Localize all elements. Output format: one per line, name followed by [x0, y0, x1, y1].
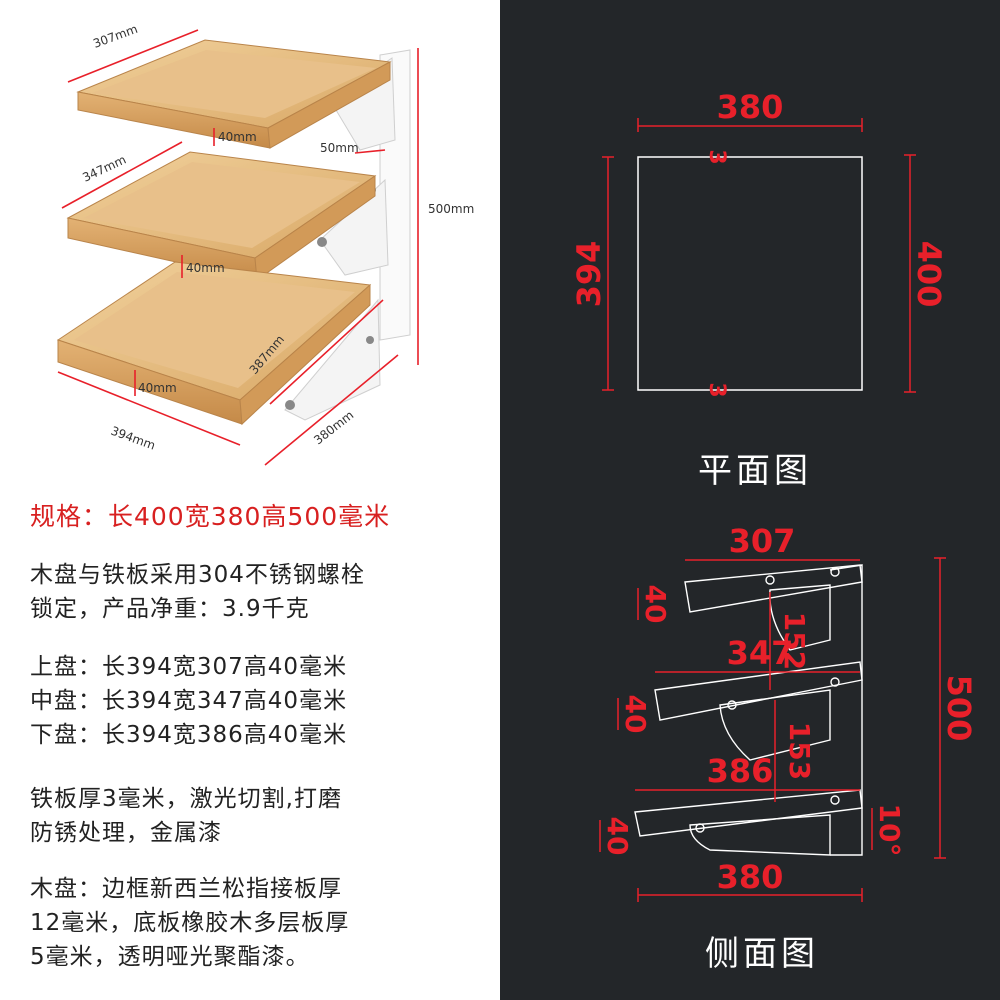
middle-tray: [66, 151, 377, 281]
dim-top-tray-depth: 307mm: [91, 22, 139, 51]
dim-tray-height-1: 40mm: [218, 130, 257, 144]
spec-line-9: 12毫米，底板橡胶木多层板厚: [30, 910, 350, 936]
side-view-label: 侧面图: [705, 934, 819, 974]
spec-line-8: 木盘：边框新西兰松指接板厚: [30, 876, 342, 902]
spec-title: 规格：长400宽380高500毫米: [30, 502, 391, 531]
side-top-tray: 307: [729, 522, 796, 560]
shelf-illustration: 307mm 347mm 387mm 40mm 40mm 40mm 50mm 50…: [56, 22, 474, 466]
plan-notch-top: 3: [704, 149, 729, 164]
side-middle-tray: 347: [727, 634, 794, 672]
side-height-total: 500: [940, 675, 978, 742]
technical-drawing-panel: 380 394 400 3 3 平面图: [500, 0, 1000, 1000]
side-gap-upper: 152: [778, 612, 811, 670]
product-photo-panel: 307mm 347mm 387mm 40mm 40mm 40mm 50mm 50…: [30, 21, 475, 970]
spec-line-4: 中盘：长394宽347高40毫米: [30, 688, 348, 714]
spec-line-5: 下盘：长394宽386高40毫米: [30, 722, 348, 748]
cad-drawings: 380 394 400 3 3 平面图: [570, 88, 978, 974]
plan-view: 380 394 400 3 3 平面图: [570, 88, 948, 491]
dim-tray-length: 394mm: [109, 424, 157, 453]
spec-line-2: 锁定，产品净重：3.9千克: [30, 596, 310, 622]
bottom-tray: [56, 261, 372, 426]
side-view: 307 347 386 380 500 152 153 40 40 40 10°…: [599, 522, 978, 974]
dim-tray-height-2: 40mm: [186, 261, 225, 275]
side-gap-lower: 153: [783, 722, 816, 780]
spec-line-6: 铁板厚3毫米，激光切割,打磨: [30, 786, 342, 812]
side-angle: 10°: [873, 804, 906, 857]
top-tray: [76, 39, 392, 149]
photo-dimension-lines: [57, 29, 419, 466]
plan-right-height: 400: [910, 241, 948, 308]
plan-left-height: 394: [570, 241, 608, 308]
side-base-width: 380: [717, 858, 784, 896]
side-bottom-tray: 386: [707, 752, 774, 790]
side-tray-height-1: 40: [639, 585, 672, 624]
dim-middle-tray-depth: 347mm: [80, 152, 128, 184]
dim-bracket-width: 50mm: [320, 141, 359, 155]
plan-view-label: 平面图: [698, 451, 812, 491]
dim-total-height: 500mm: [428, 202, 474, 216]
plan-notch-bottom: 3: [704, 382, 729, 397]
side-tray-height-3: 40: [601, 817, 634, 856]
spec-line-3: 上盘：长394宽307高40毫米: [30, 654, 348, 680]
plan-top-width: 380: [717, 88, 784, 126]
side-tray-height-2: 40: [619, 695, 652, 734]
dim-tray-height-3: 40mm: [138, 381, 177, 395]
spec-line-10: 5毫米，透明哑光聚酯漆。: [30, 944, 310, 970]
plan-outline: [637, 156, 863, 391]
spec-line-7: 防锈处理，金属漆: [30, 820, 222, 846]
spec-line-1: 木盘与铁板采用304不锈钢螺栓: [30, 562, 365, 588]
